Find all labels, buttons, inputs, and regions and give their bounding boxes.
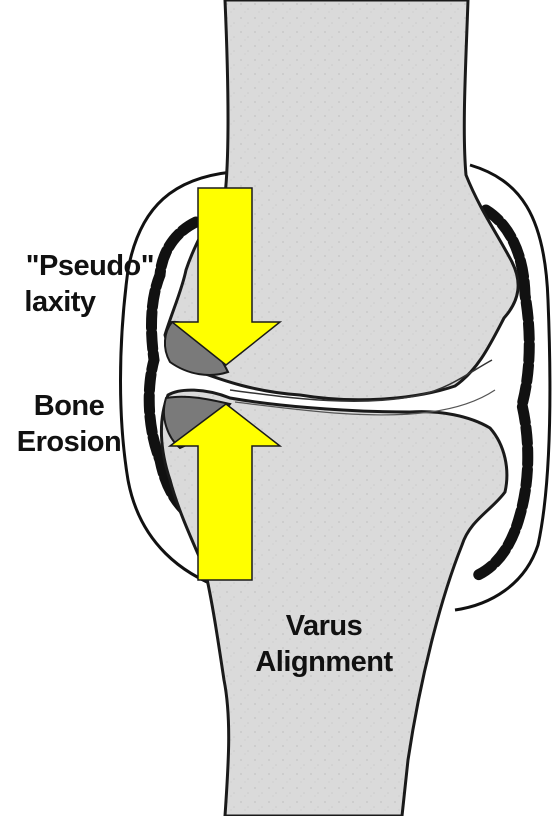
varus-alignment-label-line2: Alignment xyxy=(244,644,404,680)
bone-erosion-label: Bone Erosion xyxy=(14,388,124,460)
pseudo-laxity-label-line2: laxity xyxy=(4,284,154,320)
bone-erosion-label-line1: Bone xyxy=(14,388,124,424)
bone-erosion-label-line2: Erosion xyxy=(14,424,124,460)
varus-alignment-label: Varus Alignment xyxy=(244,608,404,680)
varus-alignment-label-line1: Varus xyxy=(244,608,404,644)
pseudo-laxity-label-line1: "Pseudo" xyxy=(4,248,154,284)
pseudo-laxity-label: "Pseudo" laxity xyxy=(4,248,154,320)
